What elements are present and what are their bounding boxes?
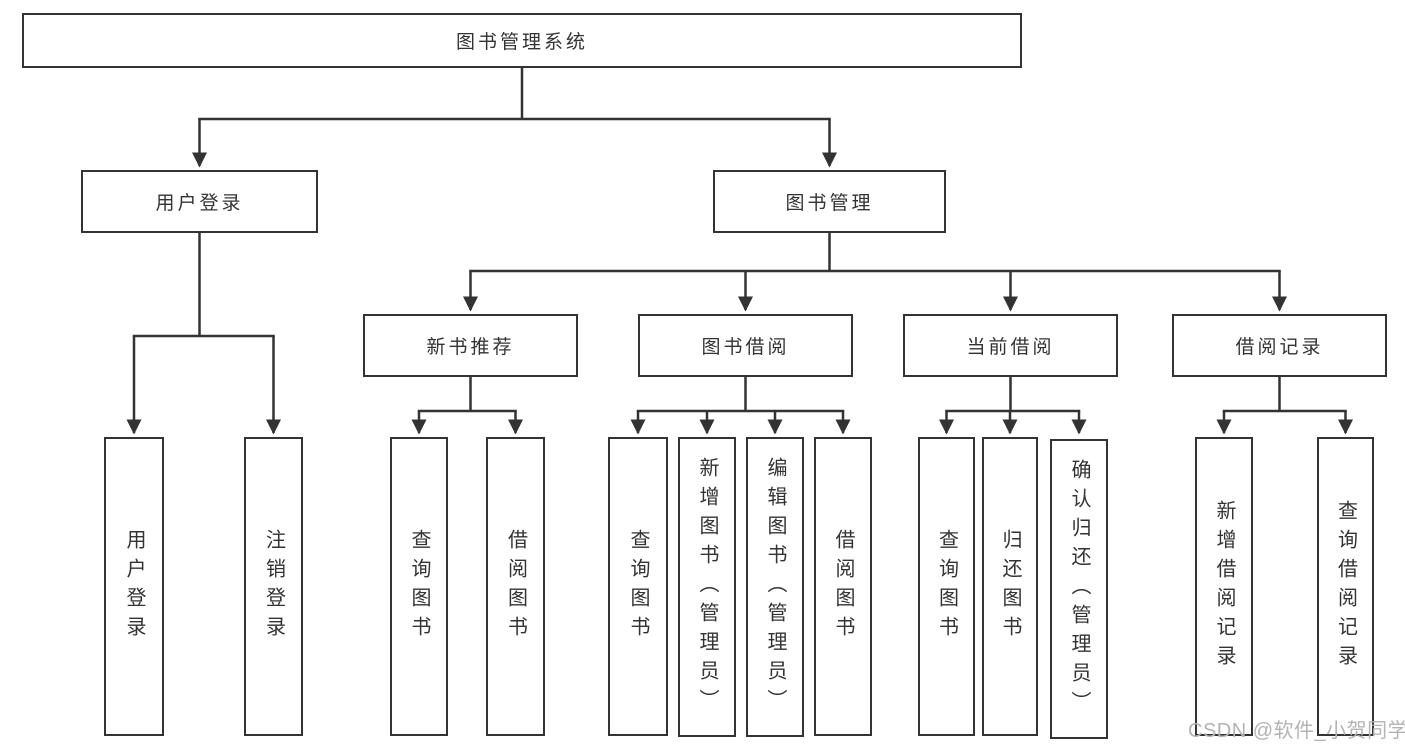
node-confirm-return-admin: 确认归还（管理员） <box>1050 439 1108 739</box>
node-label: 归还图书 <box>999 528 1021 645</box>
node-user-login-leaf: 用户登录 <box>104 437 164 736</box>
node-query-books-current: 查询图书 <box>918 437 975 736</box>
node-query-books-borrowing: 查询图书 <box>608 437 668 736</box>
node-library-management-system: 图书管理系统 <box>22 13 1022 68</box>
node-label: 查询图书 <box>627 528 649 645</box>
node-label: 编辑图书（管理员） <box>764 456 786 718</box>
node-add-borrow-record: 新增借阅记录 <box>1195 437 1253 736</box>
node-label: 查询图书 <box>408 528 430 645</box>
node-borrowing-records: 借阅记录 <box>1172 314 1387 377</box>
node-query-books-recommend: 查询图书 <box>390 437 448 736</box>
node-query-borrow-record: 查询借阅记录 <box>1317 437 1374 736</box>
node-add-book-admin: 新增图书（管理员） <box>678 437 736 737</box>
node-label: 确认归还（管理员） <box>1068 458 1090 720</box>
node-label: 用户登录 <box>123 528 145 645</box>
node-return-books: 归还图书 <box>982 437 1038 736</box>
node-current-borrowing: 当前借阅 <box>903 314 1118 377</box>
csdn-watermark: CSDN @软件_小贺同学 <box>1188 720 1405 742</box>
node-label: 新增图书（管理员） <box>696 456 718 718</box>
node-user-login: 用户登录 <box>81 170 318 233</box>
node-label: 借阅图书 <box>504 528 527 645</box>
node-label: 查询借阅记录 <box>1334 499 1357 674</box>
node-label: 借阅图书 <box>832 528 854 645</box>
node-borrow-books-borrowing: 借阅图书 <box>814 437 872 736</box>
node-label: 新增借阅记录 <box>1213 499 1235 674</box>
node-logout-leaf: 注销登录 <box>244 437 303 736</box>
node-edit-book-admin: 编辑图书（管理员） <box>746 437 804 737</box>
node-new-book-recommendation: 新书推荐 <box>363 314 578 377</box>
node-label: 注销登录 <box>262 528 285 645</box>
node-borrow-books-recommend: 借阅图书 <box>486 437 545 736</box>
node-book-management: 图书管理 <box>713 170 946 233</box>
node-book-borrowing: 图书借阅 <box>638 314 853 377</box>
node-label: 查询图书 <box>935 528 958 645</box>
